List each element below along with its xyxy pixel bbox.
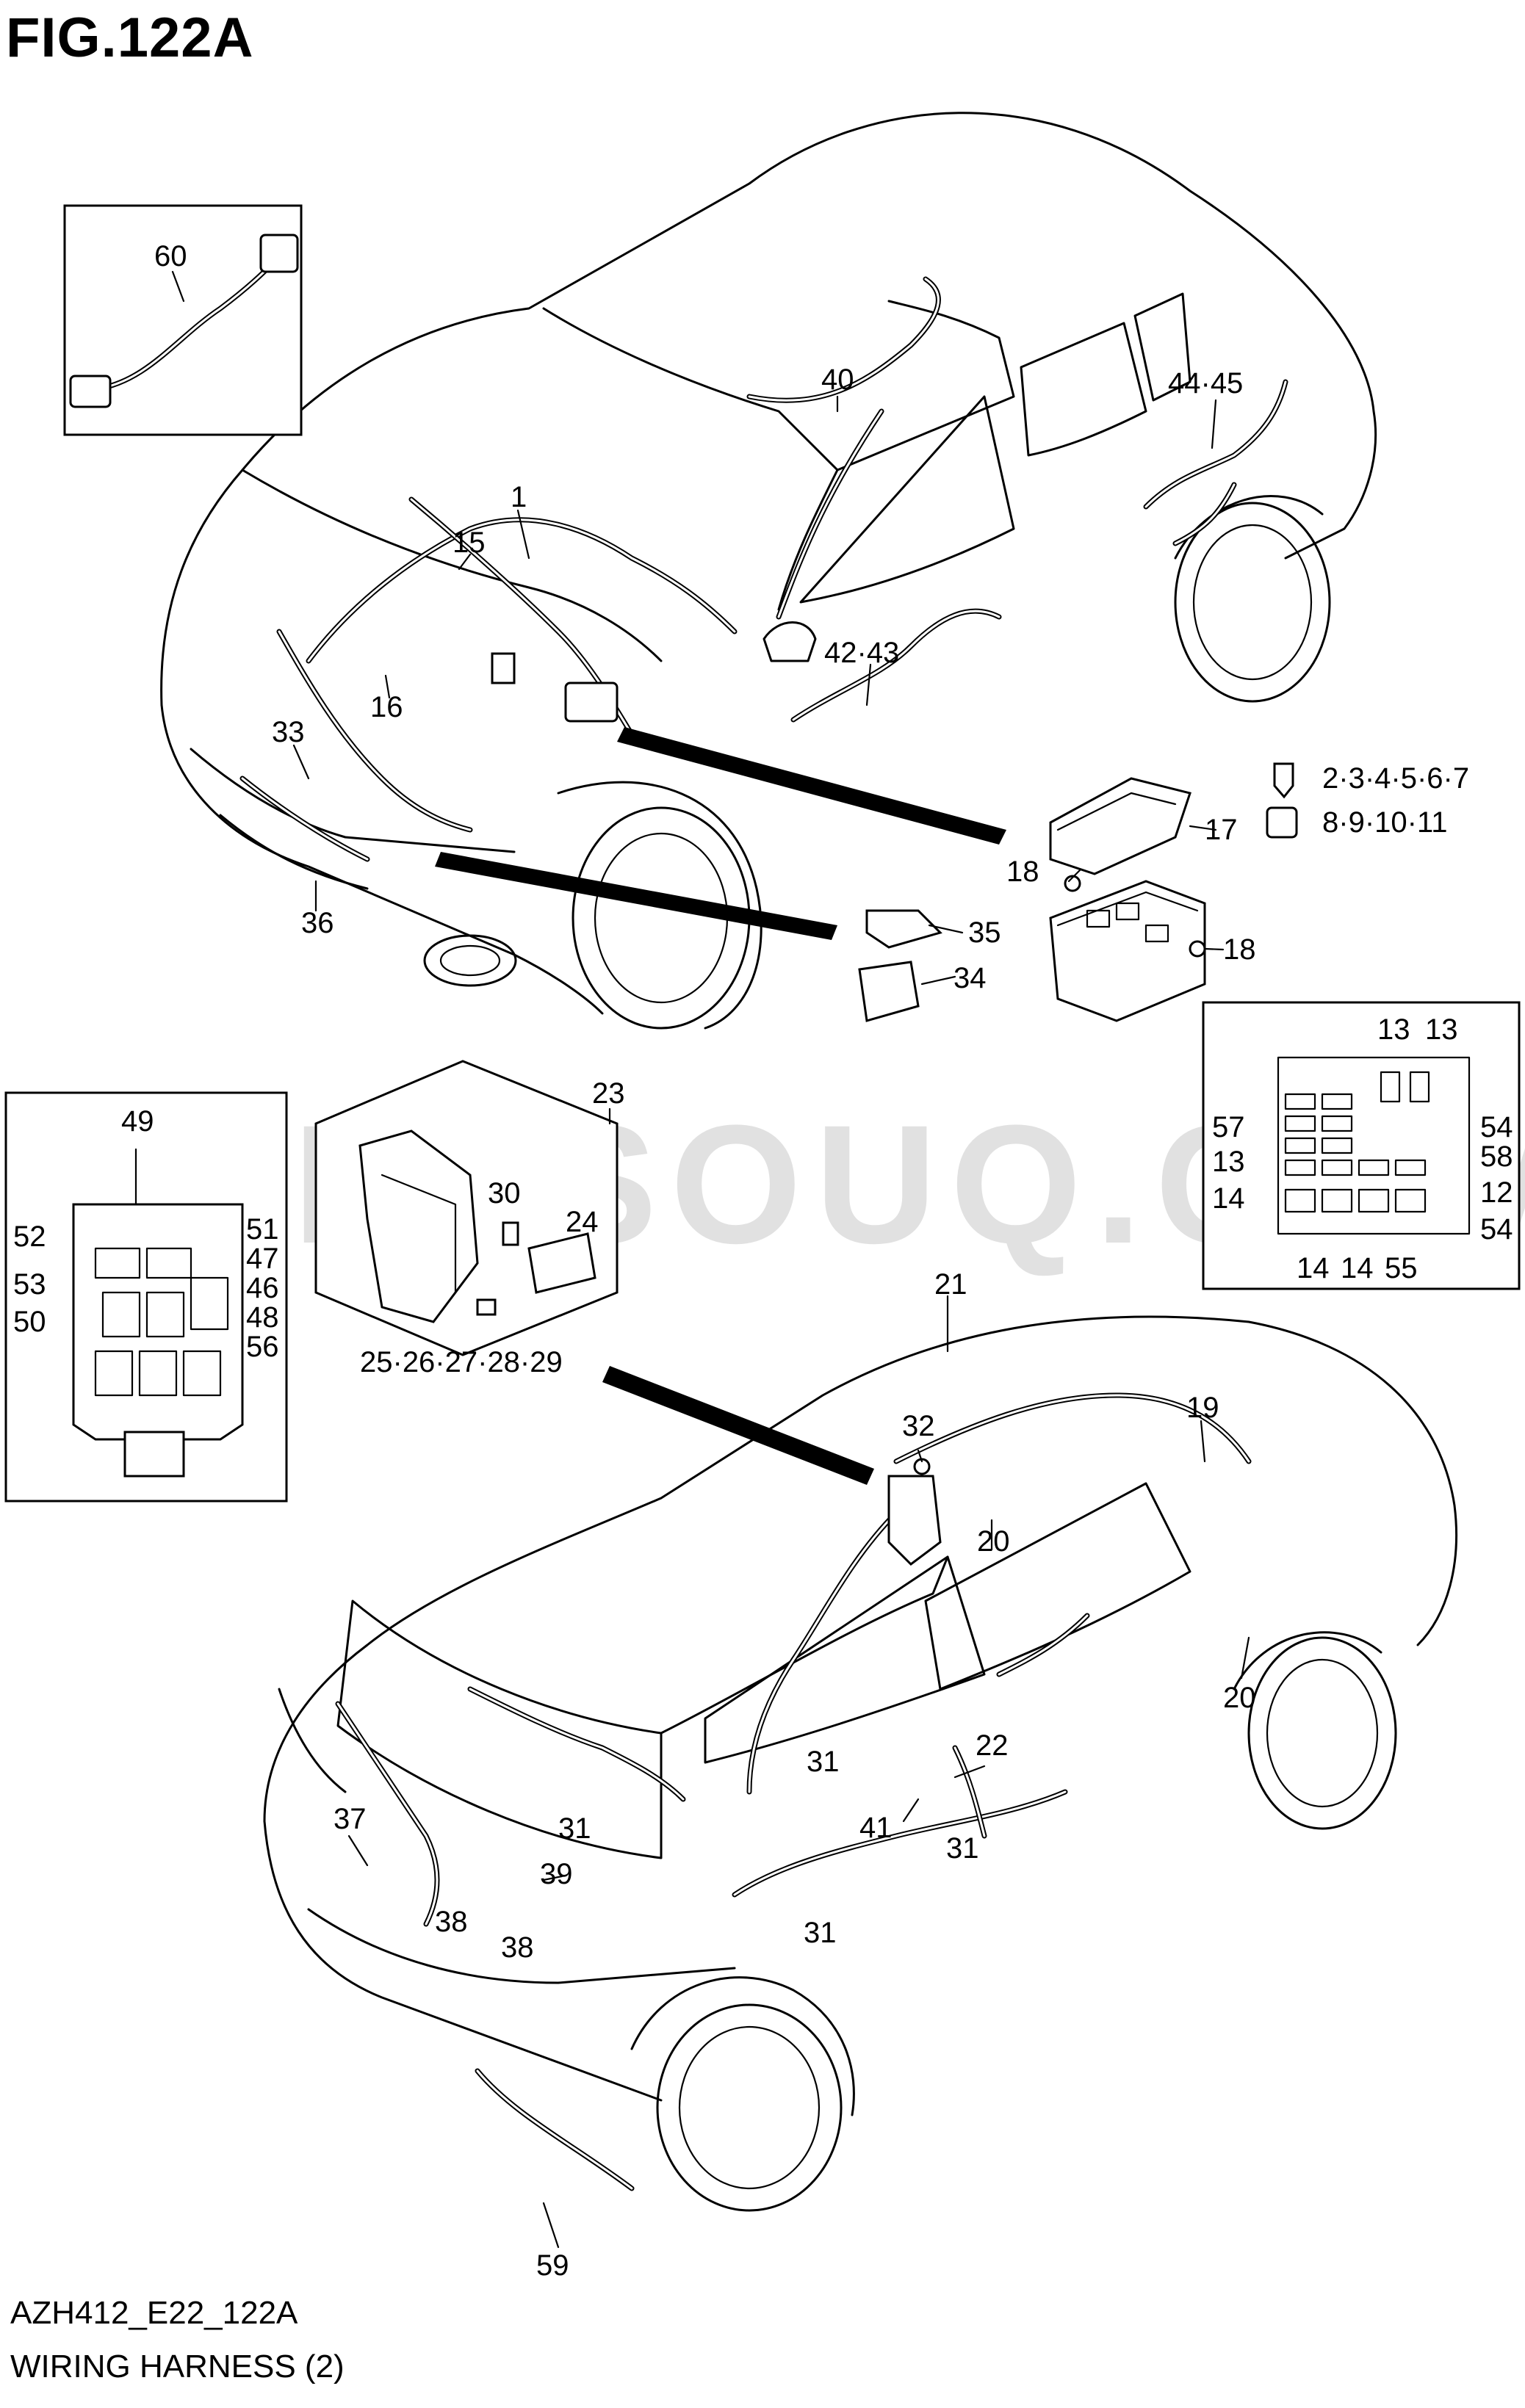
callout-54-top: 54 (1480, 1111, 1513, 1143)
callout-49: 49 (121, 1105, 154, 1138)
callout-15: 15 (453, 527, 486, 559)
callout-47: 47 (246, 1243, 279, 1275)
callout-53: 53 (13, 1268, 46, 1301)
callout-35: 35 (968, 916, 1001, 949)
figure-code: AZH412_E22_122A (10, 2295, 298, 2331)
callout-44-45: 44·45 (1168, 367, 1243, 399)
callout-19: 19 (1186, 1392, 1219, 1424)
figure-title: FIG.122A (6, 7, 254, 69)
callout-59: 59 (536, 2249, 569, 2282)
callout-56: 56 (246, 1331, 279, 1363)
relay-icons (1266, 762, 1298, 839)
callout-32: 32 (902, 1410, 935, 1442)
inset-junction-block-23 (314, 1060, 619, 1356)
callout-24: 24 (566, 1206, 599, 1238)
callout-16: 16 (370, 691, 403, 723)
callout-60: 60 (154, 240, 187, 272)
callout-58: 58 (1480, 1140, 1513, 1173)
callout-12: 12 (1480, 1176, 1513, 1209)
callout-13-top-b: 13 (1425, 1013, 1458, 1046)
callout-17: 17 (1205, 814, 1238, 846)
callout-38-a: 38 (435, 1906, 468, 1938)
callout-46: 46 (246, 1272, 279, 1304)
callout-48: 48 (246, 1301, 279, 1334)
callout-8-11: 8·9·10·11 (1322, 806, 1447, 839)
callout-37: 37 (334, 1803, 367, 1835)
engine-room-harness (239, 496, 738, 862)
rear-car-illustration (263, 1315, 1457, 2212)
callout-25-29: 25·26·27·28·29 (360, 1346, 563, 1378)
callout-20-right: 20 (1223, 1682, 1256, 1714)
callout-31-a: 31 (807, 1746, 840, 1778)
body-harness-top (746, 276, 1288, 723)
callout-55: 55 (1385, 1252, 1418, 1284)
callout-38-b: 38 (501, 1931, 534, 1964)
callout-14-bottom-b: 14 (1341, 1252, 1374, 1284)
callout-22: 22 (976, 1729, 1009, 1762)
callout-13-mid: 13 (1212, 1146, 1245, 1178)
part-59 (475, 2068, 635, 2191)
callout-36: 36 (301, 907, 334, 939)
callout-20-mid: 20 (977, 1525, 1010, 1558)
callout-14-left: 14 (1212, 1182, 1245, 1215)
pointer-wedges (435, 727, 1006, 1485)
callout-31-d: 31 (804, 1917, 837, 1949)
callout-39: 39 (540, 1858, 573, 1890)
callout-1: 1 (511, 481, 527, 513)
callout-54-bottom: 54 (1480, 1213, 1513, 1245)
inset-fuse-panel-right (1202, 1001, 1521, 1290)
callout-23: 23 (592, 1077, 625, 1110)
callout-51: 51 (246, 1213, 279, 1245)
leader-lines (134, 270, 1250, 2249)
callout-33: 33 (272, 716, 305, 748)
fuse-grid (1284, 1093, 1427, 1213)
callout-40: 40 (821, 364, 854, 396)
callout-labels: 60 1 15 16 33 36 40 42·43 44·45 2·3·4·5·… (13, 240, 1513, 2282)
front-car-illustration (160, 112, 1377, 1030)
rear-body-harness (335, 1392, 1252, 1927)
callout-31-b: 31 (558, 1812, 591, 1845)
callout-57: 57 (1212, 1111, 1245, 1143)
callout-2-7: 2·3·4·5·6·7 (1322, 762, 1469, 795)
inset-60 (63, 204, 303, 436)
callout-13-top-a: 13 (1377, 1013, 1410, 1046)
callout-41: 41 (859, 1812, 893, 1844)
bracket-35-34 (858, 909, 942, 1022)
callout-21: 21 (934, 1268, 967, 1301)
inset-relay-block-left (4, 1091, 288, 1503)
fuse-box-assembly (1049, 777, 1206, 1022)
callout-34: 34 (953, 962, 987, 994)
callout-30: 30 (488, 1177, 521, 1210)
callout-14-bottom-a: 14 (1297, 1252, 1330, 1284)
callout-42-43: 42·43 (824, 637, 899, 669)
callout-18-top: 18 (1006, 856, 1039, 888)
callout-18-right: 18 (1223, 933, 1256, 966)
callout-31-c: 31 (946, 1832, 979, 1865)
callout-50: 50 (13, 1306, 46, 1338)
callout-52: 52 (13, 1221, 46, 1253)
figure-name: WIRING HARNESS (2) (10, 2349, 345, 2385)
